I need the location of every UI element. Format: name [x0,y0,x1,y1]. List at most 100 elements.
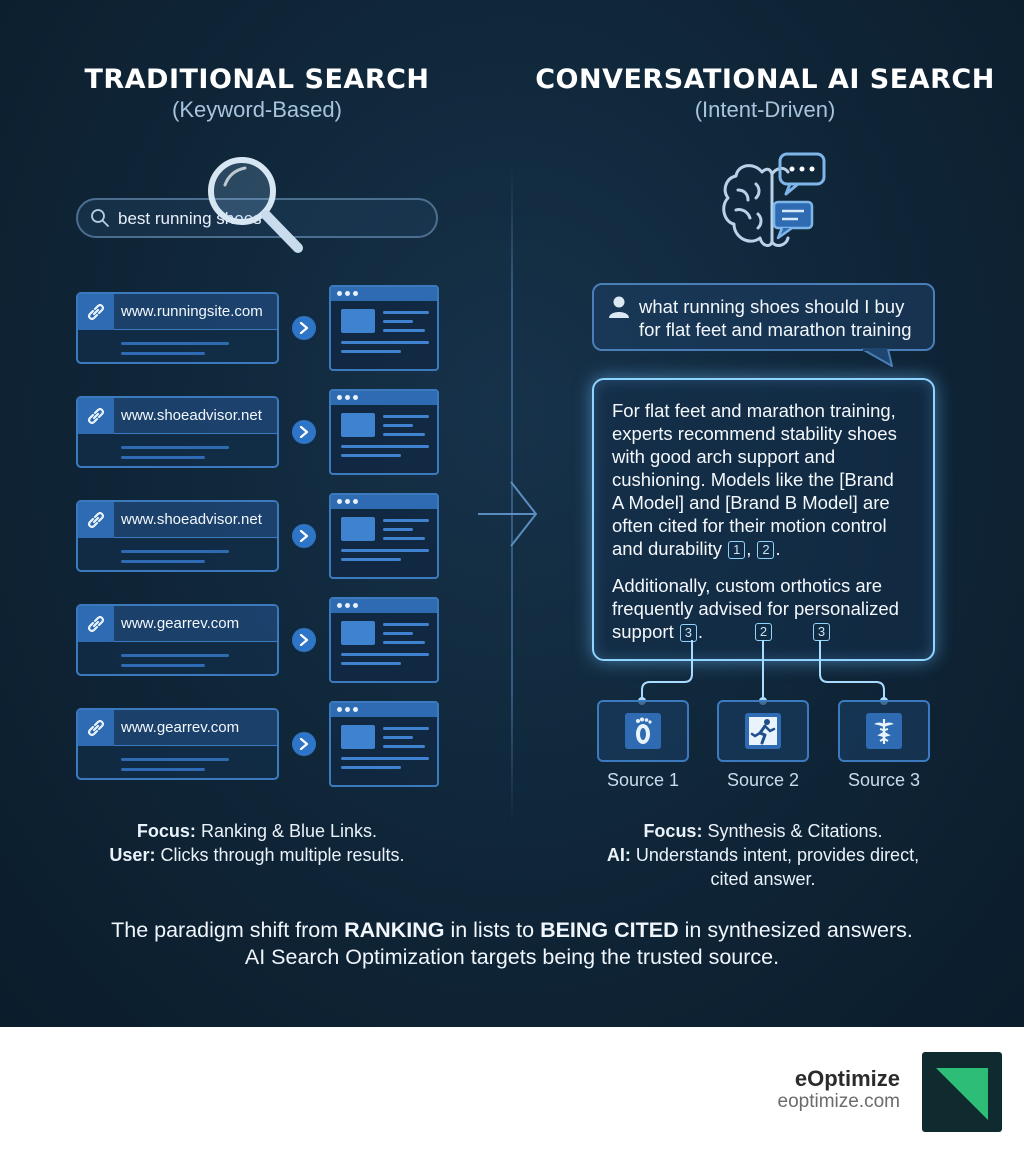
result-card[interactable]: www.shoeadvisor.net [76,396,279,468]
statement-ranking: RANKING [344,918,445,942]
snippet-line [121,654,229,657]
result-card[interactable]: www.gearrev.com [76,604,279,676]
citation-marker-1[interactable]: 1 [728,541,746,559]
floating-citation-2[interactable]: 2 [755,623,772,641]
thumbnail-line [341,350,401,353]
result-url[interactable]: www.gearrev.com [121,719,240,736]
answer-paragraph-2: Additionally, custom orthotics are frequ… [612,574,922,643]
thumbnail-image [341,309,375,333]
brand-name: eOptimize [794,1066,900,1091]
user-label: User: [109,845,156,865]
browser-dot [345,395,350,400]
thumbnail-image [341,413,375,437]
floating-citation-3[interactable]: 3 [813,623,830,641]
snippet-line [121,768,205,771]
thumbnail-line [383,745,425,748]
answer-text: support [612,621,674,642]
citation-connectors [638,640,888,705]
answer-line: with good arch support and [612,446,836,467]
thumbnail-line [383,632,413,635]
answer-line: For flat feet and marathon training, [612,400,896,421]
traditional-subtitle: (Keyword-Based) [172,97,342,122]
source-3-card[interactable] [838,700,930,762]
user-query-bubble: what running shoes should I buy for flat… [592,283,935,351]
focus-label: Focus: [643,821,703,841]
browser-dot [345,707,350,712]
result-card[interactable]: www.shoeadvisor.net [76,500,279,572]
webpage-thumbnail [329,389,439,475]
source-2-card[interactable] [717,700,809,762]
thumbnail-line [383,727,429,730]
link-icon [78,502,114,538]
snippet-line [121,758,229,761]
result-card[interactable]: www.gearrev.com [76,708,279,780]
chevron-right-icon[interactable] [292,524,316,548]
chevron-right-icon[interactable] [292,420,316,444]
result-url[interactable]: www.gearrev.com [121,615,240,632]
paradigm-statement: The paradigm shift from RANKING in lists… [0,917,1024,971]
thumbnail-line [383,433,425,436]
citation-marker-2[interactable]: 2 [757,541,775,559]
snippet-line [121,342,229,345]
center-divider [511,165,513,825]
statement-line-2: AI Search Optimization targets being the… [244,945,780,969]
result-url[interactable]: www.shoeadvisor.net [121,407,262,424]
result-url[interactable]: www.shoeadvisor.net [121,511,262,528]
webpage-thumbnail [329,701,439,787]
result-url[interactable]: www.runningsite.com [121,303,263,320]
citation-marker-3[interactable]: 3 [679,624,697,642]
infographic-panel: TRADITIONAL SEARCH (Keyword-Based) CONVE… [0,0,1024,1027]
ai-brain-icon [722,152,826,247]
browser-dot [353,291,358,296]
webpage-thumbnail [329,285,439,371]
thumbnail-line [383,424,413,427]
statement-text: in lists to [444,918,541,942]
link-icon [78,606,114,642]
answer-line: Additionally, custom orthotics are [612,575,883,596]
thumbnail-line [341,662,401,665]
webpage-thumbnail [329,493,439,579]
thumbnail-line [341,341,429,344]
eoptimize-logo [922,1052,1002,1132]
snippet-line [121,560,205,563]
chevron-right-icon[interactable] [292,628,316,652]
focus-text: Synthesis & Citations. [707,821,883,841]
browser-bar [331,495,437,509]
browser-bar [331,391,437,405]
thumbnail-line [383,641,425,644]
chevron-right-icon[interactable] [292,316,316,340]
source-3-label: Source 3 [847,770,921,790]
chevron-right-icon[interactable] [292,732,316,756]
browser-dot [353,707,358,712]
statement-line-1: The paradigm shift from RANKING in lists… [0,917,1024,944]
link-icon [78,710,114,746]
search-bar[interactable]: best running shoes [76,198,438,238]
source-2-label: Source 2 [726,770,800,790]
conversational-subtitle: (Intent-Driven) [694,97,836,122]
conversational-ai-line-2: cited answer. [710,869,816,889]
browser-dot [353,395,358,400]
ai-answer-box: For flat feet and marathon training, exp… [592,378,935,661]
snippet-line [121,664,205,667]
source-1-card[interactable] [597,700,689,762]
result-card[interactable]: www.runningsite.com [76,292,279,364]
thumbnail-line [341,549,429,552]
thumbnail-line [383,329,425,332]
thumbnail-line [383,736,413,739]
browser-dot [345,291,350,296]
conversational-ai: AI: Understands intent, provides direct, [513,845,1013,866]
thumbnail-image [341,517,375,541]
browser-dot [337,291,342,296]
query-text: what running shoes should I buy for flat… [639,295,929,341]
snippet-line [121,550,229,553]
thumbnail-line [341,757,429,760]
traditional-user: User: Clicks through multiple results. [7,845,507,866]
thumbnail-line [341,766,401,769]
thumbnail-line [341,653,429,656]
browser-bar [331,703,437,717]
answer-line: support 3. [612,621,703,642]
brand-url[interactable]: eoptimize.com [777,1091,901,1112]
thumbnail-line [383,623,429,626]
snippet-line [121,352,205,355]
snippet-line [121,456,205,459]
